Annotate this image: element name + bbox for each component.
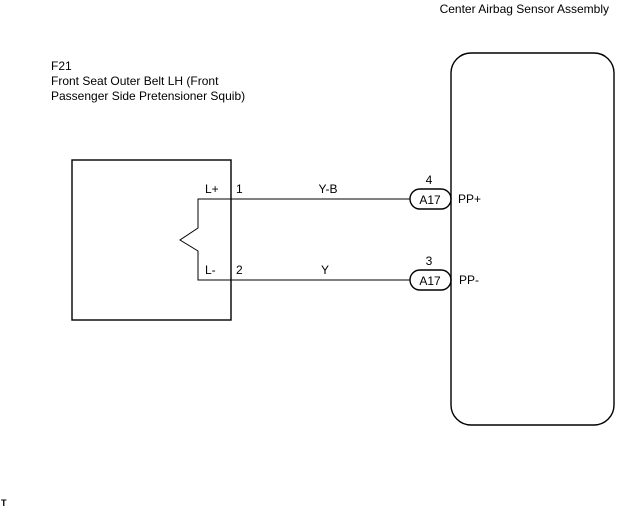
connector-pin-4: 4: [426, 173, 433, 187]
squib-element-symbol: [179, 198, 231, 281]
ecu-title: Center Airbag Sensor Assembly: [440, 2, 609, 16]
squib-code: F21: [51, 59, 72, 73]
squib-name-line1: Front Seat Outer Belt LH (Front: [51, 74, 219, 88]
footer-mark: T: [1, 498, 7, 508]
connector-label-1: A17: [419, 193, 441, 207]
squib-name-line2: Passenger Side Pretensioner Squib): [51, 89, 245, 103]
connector-label-2: A17: [419, 274, 441, 288]
ecu-terminal-pp-plus: PP+: [458, 192, 481, 206]
terminal-pin-2: 2: [236, 263, 243, 277]
terminal-label-lminus: L-: [205, 263, 216, 277]
wire-color-y-b: Y-B: [319, 182, 338, 196]
connector-a17-pin4: [409, 188, 452, 210]
connector-pin-3: 3: [426, 254, 433, 268]
terminal-pin-1: 1: [236, 182, 243, 196]
wire-color-y: Y: [321, 263, 329, 277]
terminal-label-lplus: L+: [205, 182, 219, 196]
ecu-terminal-pp-minus: PP-: [459, 273, 479, 287]
connector-a17-pin3: [409, 269, 452, 291]
squib-box: [71, 159, 232, 321]
ecu-box: [450, 52, 615, 426]
